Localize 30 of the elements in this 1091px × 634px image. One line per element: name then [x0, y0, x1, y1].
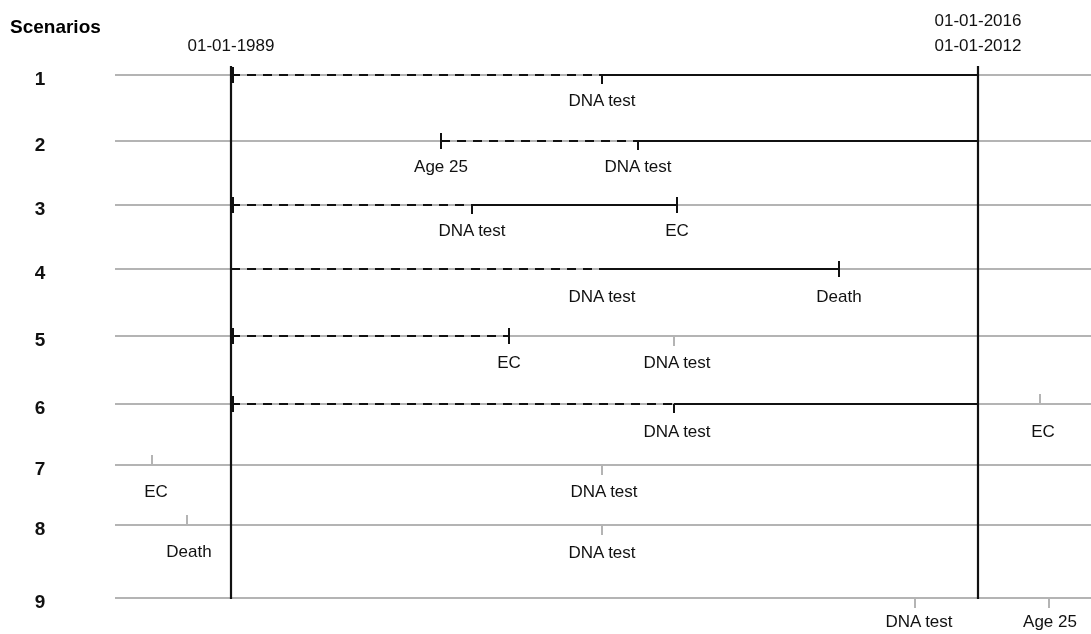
date-label: 01-01-2016 [934, 11, 1022, 29]
scenario-number: 8 [34, 518, 46, 538]
event-label: DNA test [570, 482, 638, 500]
event-label: EC [144, 482, 168, 500]
event-label: DNA test [885, 612, 953, 630]
scenario-number: 4 [34, 262, 46, 282]
scenario-number: 6 [34, 397, 46, 417]
event-label: Death [166, 542, 212, 560]
event-label: DNA test [643, 353, 711, 371]
event-label: Death [816, 287, 862, 305]
event-label: Age 25 [414, 157, 468, 175]
scenario-number: 3 [34, 198, 46, 218]
scenario-number: 1 [34, 68, 46, 88]
event-label: EC [497, 353, 521, 371]
scenario-number: 9 [34, 591, 46, 611]
chart-title: Scenarios [10, 17, 101, 36]
date-label: 01-01-1989 [187, 36, 275, 54]
event-label: EC [1031, 422, 1055, 440]
event-label: DNA test [568, 543, 636, 561]
scenario-number: 7 [34, 458, 46, 478]
event-label: DNA test [604, 157, 672, 175]
event-label: DNA test [568, 91, 636, 109]
event-label: EC [665, 221, 689, 239]
scenario-number: 2 [34, 134, 46, 154]
event-label: DNA test [438, 221, 506, 239]
event-label: DNA test [643, 422, 711, 440]
event-label: Age 25 [1023, 612, 1077, 630]
event-label: DNA test [568, 287, 636, 305]
scenario-number: 5 [34, 329, 46, 349]
date-label: 01-01-2012 [934, 36, 1022, 54]
